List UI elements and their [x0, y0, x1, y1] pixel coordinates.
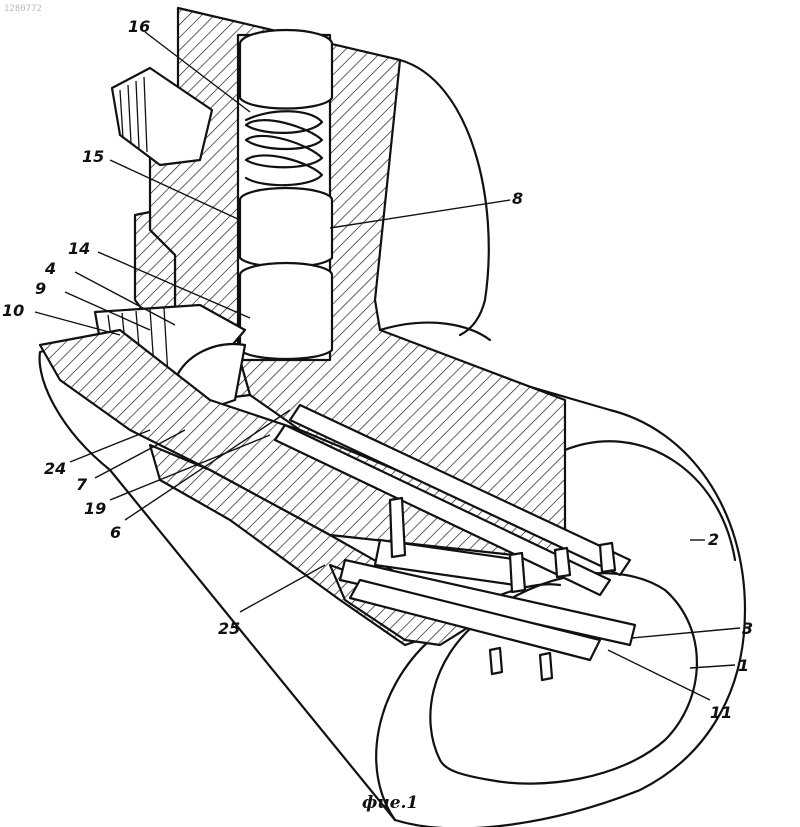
- label-16: 16: [128, 17, 150, 36]
- label-3: 3: [742, 619, 753, 638]
- label-19: 19: [84, 499, 106, 518]
- label-1: 1: [738, 656, 749, 675]
- top-pin-body: [240, 44, 332, 109]
- label-14: 14: [68, 239, 90, 258]
- lower-pin-body: [240, 275, 332, 359]
- label-6: 6: [110, 523, 121, 542]
- label-4: 4: [44, 259, 56, 278]
- figure-caption: фие.1: [362, 793, 418, 813]
- label-24: 24: [44, 459, 66, 478]
- label-15: 15: [82, 147, 104, 166]
- label-8: 8: [512, 189, 523, 208]
- label-10: 10: [2, 301, 24, 320]
- label-2: 2: [708, 530, 719, 549]
- middle-pin-body: [240, 200, 332, 267]
- label-7: 7: [76, 475, 88, 494]
- label-25: 25: [218, 619, 240, 638]
- label-11: 11: [710, 703, 732, 722]
- document-number: 1280772: [4, 4, 42, 14]
- label-9: 9: [35, 279, 46, 298]
- vertical-bore: [238, 30, 332, 360]
